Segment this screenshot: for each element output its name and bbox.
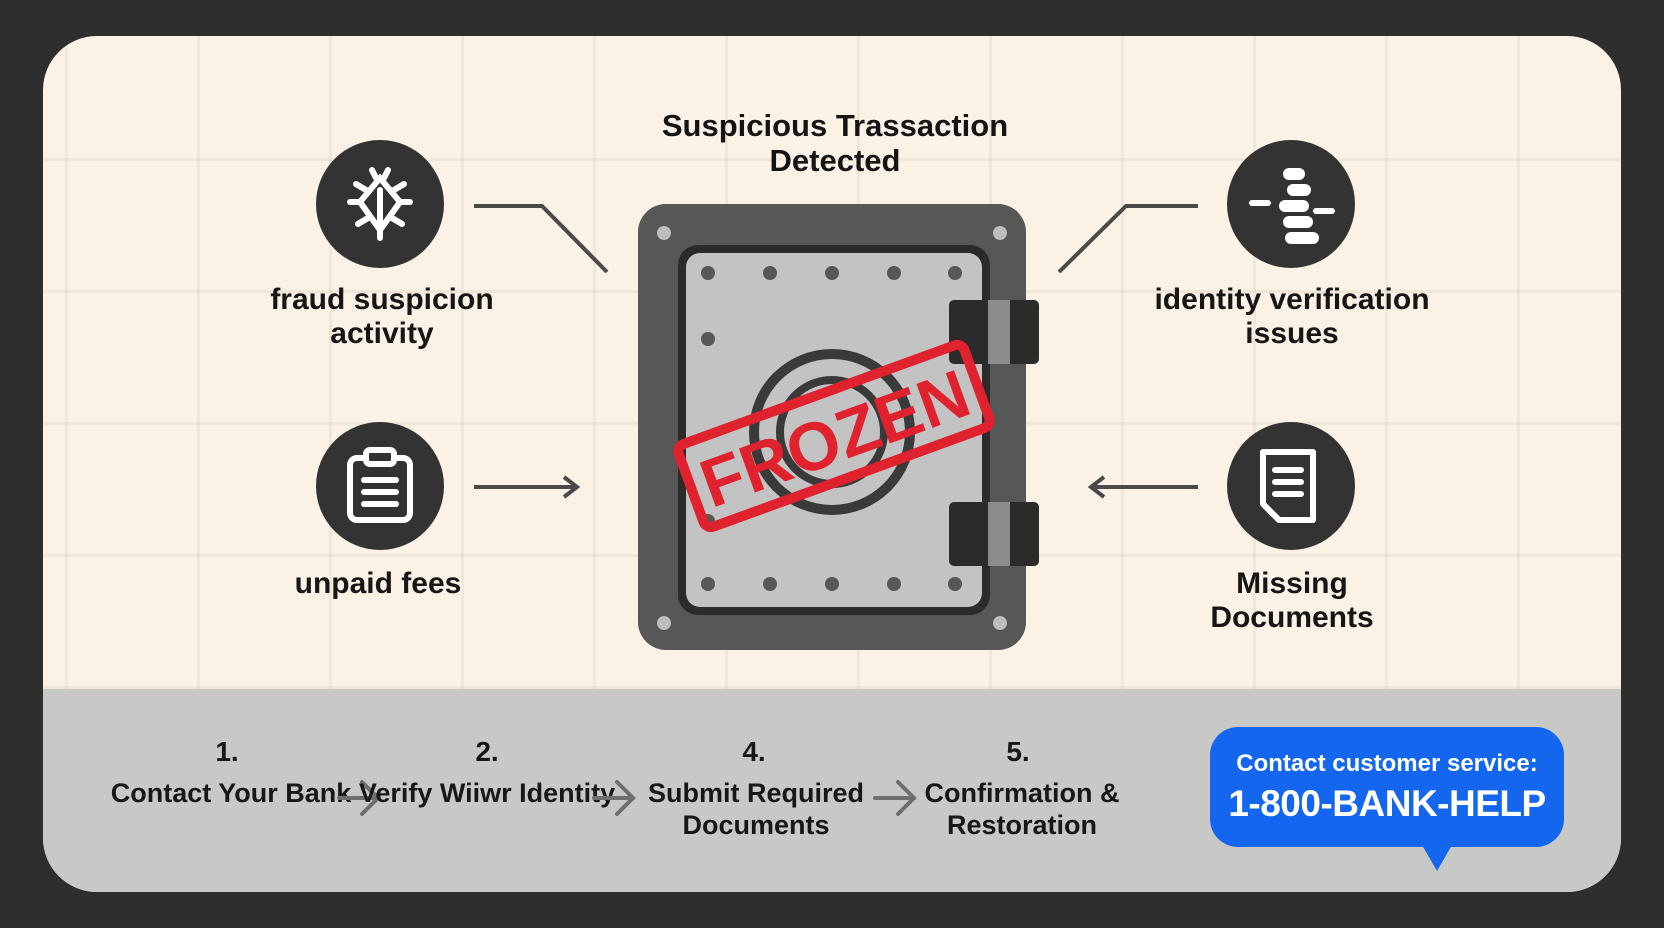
step-label: Submit Required Documents — [647, 778, 864, 840]
arrow-right-icon — [592, 780, 636, 816]
safe-dial — [749, 349, 915, 515]
reason-label-fraud: fraud suspicion activity — [270, 283, 494, 350]
reason-label-unpaid-fees: unpaid fees — [294, 567, 462, 600]
step-label: Contact Your Bank — [110, 778, 352, 808]
step-label: Confirmation & Restoration — [924, 778, 1120, 840]
safe-hinges — [949, 300, 1039, 566]
reason-label-missing-documents: Missing Documents — [1210, 567, 1374, 634]
arrow-right-icon — [337, 780, 381, 816]
step-number: 4. — [742, 736, 766, 767]
arrow-unpaid-fees — [474, 475, 581, 499]
reason-label-identity: identity verification issues — [1154, 283, 1430, 350]
arrow-right-icon — [873, 780, 917, 816]
arrow-missing-documents — [1087, 475, 1198, 499]
diagram-title: Suspicious Trassaction Detected — [661, 108, 1009, 178]
document-icon — [1227, 422, 1355, 550]
clipboard-icon — [316, 422, 444, 550]
coin-stack-icon — [1227, 140, 1355, 268]
step-number: 2. — [475, 736, 499, 767]
safe-rivets — [701, 266, 962, 591]
step-number: 5. — [1006, 736, 1030, 767]
connector-fraud — [474, 204, 609, 274]
bug-icon — [316, 140, 444, 268]
step-label: Verify Wiiwr Identity — [358, 778, 616, 808]
contact-label: Contact customer service: — [1236, 750, 1538, 777]
contact-bubble[interactable] — [1210, 727, 1564, 847]
connector-identity — [1057, 204, 1198, 274]
contact-bubble-tail — [1422, 845, 1452, 871]
safe-door — [686, 253, 982, 607]
step-number: 1. — [215, 736, 239, 767]
contact-phone-number[interactable]: 1-800-BANK-HELP — [1228, 783, 1546, 824]
